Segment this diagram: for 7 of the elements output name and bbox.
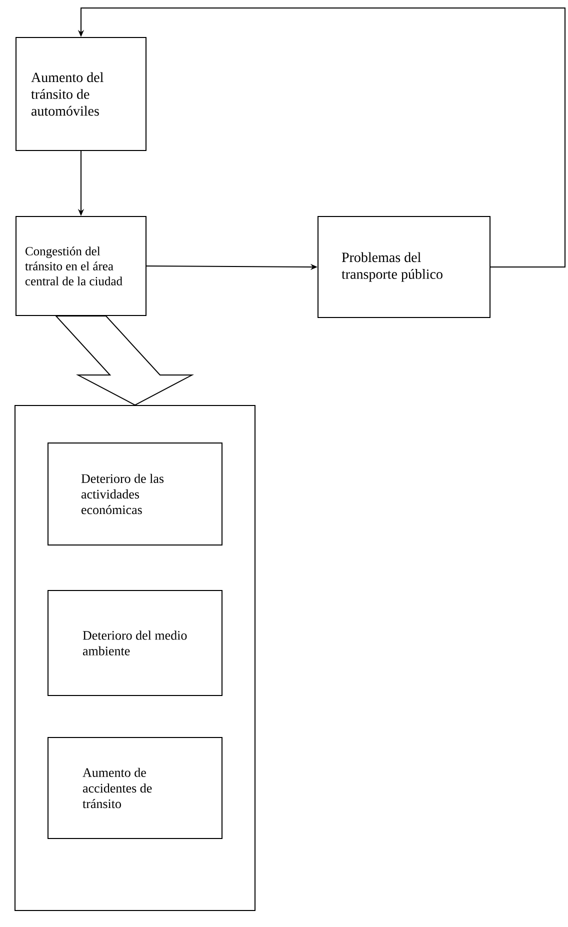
cause-box: Aumento del tránsito de automóviles	[16, 37, 146, 151]
effect-box: Deterioro del medio ambiente	[48, 590, 222, 696]
effect-box: Deterioro de las actividades económicas	[48, 442, 222, 546]
group-box	[14, 405, 256, 911]
cause-box: Congestión del tránsito en el área central de la ciudad	[16, 216, 146, 316]
cause-box: Problemas del transporte público	[318, 216, 490, 318]
effect-box: Aumento de accidentes de tránsito	[48, 737, 222, 840]
